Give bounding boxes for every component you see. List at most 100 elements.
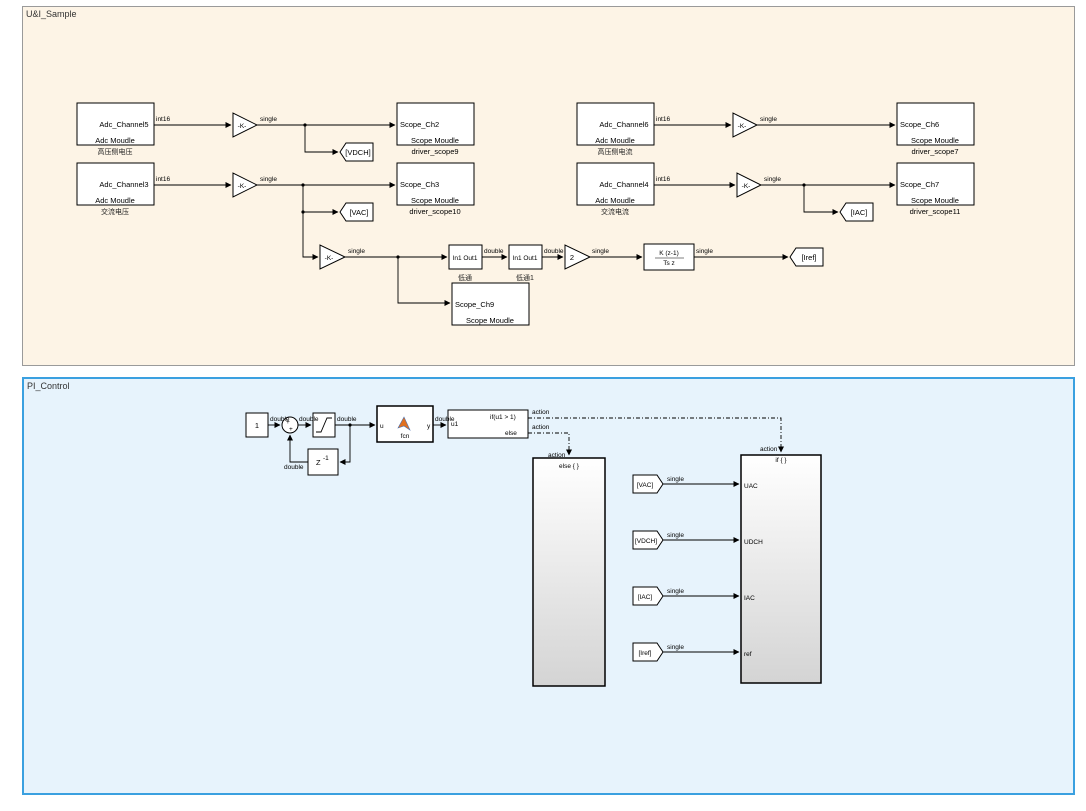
svg-text:ref: ref [744, 651, 752, 658]
svg-text:double: double [299, 416, 319, 423]
adc-channel3-caption: 交流电压 [101, 207, 129, 216]
svg-text:action: action [532, 424, 550, 431]
constant-1-block[interactable]: 1 [245, 412, 269, 438]
else-action-subsystem[interactable]: else { } action [532, 452, 606, 687]
scope-ch2-block[interactable]: Scope_Ch2 Scope Moudle driver_scope9 [396, 102, 475, 156]
discrete-derivative-block[interactable]: K (z-1) Ts z [643, 243, 695, 271]
unit-delay-block[interactable]: Z -1 [307, 448, 339, 476]
svg-text:Scope_Ch7: Scope_Ch7 [900, 180, 939, 189]
goto-vac-tag[interactable]: [VAC] [339, 202, 374, 222]
scope-ch7-block[interactable]: Scope_Ch7 Scope Moudle driver_scope11 [896, 162, 975, 216]
svg-text:[Iref]: [Iref] [638, 650, 651, 657]
svg-text:Scope Moudle: Scope Moudle [911, 136, 959, 145]
svg-text:Ts z: Ts z [663, 260, 675, 267]
scope-ch9-block[interactable]: Scope_Ch9 Scope Moudle [451, 282, 530, 326]
svg-text:-K-: -K- [742, 183, 751, 190]
svg-text:double: double [284, 464, 304, 471]
svg-text:Scope_Ch2: Scope_Ch2 [400, 120, 439, 129]
sum-block[interactable]: + + [281, 416, 299, 434]
gain-k-2[interactable]: -K- [232, 172, 259, 198]
svg-text:[Iref]: [Iref] [801, 253, 816, 262]
svg-text:Scope Moudle: Scope Moudle [466, 316, 514, 325]
adc-channel5-name: Adc_Channel5 [99, 120, 148, 129]
adc-channel4-block[interactable]: Adc_Channel4 Adc Moudle 交流电流 [576, 162, 655, 216]
gain-k-4[interactable]: -K- [732, 112, 759, 138]
svg-text:Scope_Ch6: Scope_Ch6 [900, 120, 939, 129]
svg-text:-K-: -K- [238, 123, 247, 130]
adc-channel3-sub: Adc Moudle [95, 196, 135, 205]
area-title-pi-control: PI_Control [27, 381, 70, 391]
svg-text:single: single [667, 476, 684, 483]
svg-text:Scope Moudle: Scope Moudle [411, 196, 459, 205]
from-iac-tag[interactable]: [IAC] [632, 586, 664, 606]
svg-text:2: 2 [570, 253, 574, 262]
svg-text:if { }: if { } [775, 457, 787, 464]
matlab-logo-icon [397, 416, 411, 431]
if-action-subsystem[interactable]: if { } action UAC UDCH IAC ref [740, 446, 822, 684]
svg-text:[IAC]: [IAC] [851, 208, 868, 217]
svg-text:Scope_Ch9: Scope_Ch9 [455, 300, 494, 309]
goto-iac-tag[interactable]: [IAC] [839, 202, 874, 222]
signal-type-labels-sample: int16 int16 int16 int16 single single si… [156, 116, 781, 255]
gain-k-1[interactable]: -K- [232, 112, 259, 138]
svg-text:single: single [760, 116, 777, 123]
svg-text:In1 Out1: In1 Out1 [513, 255, 538, 262]
svg-text:-K-: -K- [325, 255, 334, 262]
svg-text:y: y [427, 423, 431, 430]
from-vac-tag[interactable]: [VAC] [632, 474, 664, 494]
scope-ch7-caption: driver_scope11 [910, 207, 961, 216]
svg-text:[IAC]: [IAC] [638, 594, 653, 601]
goto-vdch-tag[interactable]: [VDCH] [339, 142, 374, 162]
svg-text:single: single [348, 248, 365, 255]
svg-text:int16: int16 [156, 116, 170, 123]
svg-text:UDCH: UDCH [744, 539, 763, 546]
from-vdch-tag[interactable]: [VDCH] [632, 530, 664, 550]
svg-text:single: single [696, 248, 713, 255]
from-iref-tag[interactable]: [Iref] [632, 642, 664, 662]
svg-text:Scope Moudle: Scope Moudle [911, 196, 959, 205]
gain-2[interactable]: 2 [564, 244, 592, 270]
lowpass-filter1-block[interactable]: In1 Out1 低通1 [508, 244, 543, 282]
svg-text:IAC: IAC [744, 595, 755, 602]
svg-text:double: double [435, 416, 455, 423]
adc-channel3-block[interactable]: Adc_Channel3 Adc Moudle 交流电压 [76, 162, 155, 216]
scope-ch3-block[interactable]: Scope_Ch3 Scope Moudle driver_scope10 [396, 162, 475, 216]
svg-text:In1 Out1: In1 Out1 [453, 255, 478, 262]
goto-iref-tag[interactable]: [Iref] [789, 247, 824, 267]
adc-channel6-caption: 高压侧电流 [598, 147, 633, 156]
svg-text:UAC: UAC [744, 483, 758, 490]
gain-k-5[interactable]: -K- [736, 172, 763, 198]
adc-channel6-sub: Adc Moudle [595, 136, 635, 145]
if-block[interactable]: u1 if(u1 > 1) else [447, 409, 529, 439]
svg-text:-K-: -K- [738, 123, 747, 130]
adc-channel5-block[interactable]: Adc_Channel5 Adc Moudle 高压侧电压 [76, 102, 155, 156]
scope-ch6-caption: driver_scope7 [911, 147, 958, 156]
signal-lines-control [268, 417, 784, 655]
adc-channel4-sub: Adc Moudle [595, 196, 635, 205]
svg-text:single: single [667, 532, 684, 539]
adc-channel6-block[interactable]: Adc_Channel6 Adc Moudle 高压侧电流 [576, 102, 655, 156]
svg-text:+: + [286, 419, 290, 426]
svg-text:action: action [760, 446, 778, 453]
svg-text:double: double [484, 248, 504, 255]
svg-text:single: single [260, 116, 277, 123]
matlab-function-fcn-block[interactable]: u y fcn [376, 405, 434, 443]
adc-channel6-name: Adc_Channel6 [599, 120, 648, 129]
scope-ch2-caption: driver_scope9 [411, 147, 458, 156]
svg-text:if(u1 > 1): if(u1 > 1) [490, 414, 516, 421]
svg-text:[VAC]: [VAC] [349, 208, 368, 217]
adc-channel5-sub: Adc Moudle [95, 136, 135, 145]
gain-k-3[interactable]: -K- [319, 244, 347, 270]
adc-channel5-caption: 高压侧电压 [98, 147, 133, 156]
lowpass-filter-block[interactable]: In1 Out1 低通 [448, 244, 483, 282]
svg-text:低通1: 低通1 [516, 273, 534, 282]
svg-text:single: single [260, 176, 277, 183]
svg-text:else: else [505, 430, 517, 437]
svg-text:int16: int16 [656, 176, 670, 183]
scope-ch6-block[interactable]: Scope_Ch6 Scope Moudle driver_scope7 [896, 102, 975, 156]
svg-text:single: single [667, 588, 684, 595]
svg-text:single: single [667, 644, 684, 651]
signal-type-labels-control: double double double double double actio… [270, 409, 684, 651]
svg-text:-K-: -K- [238, 183, 247, 190]
